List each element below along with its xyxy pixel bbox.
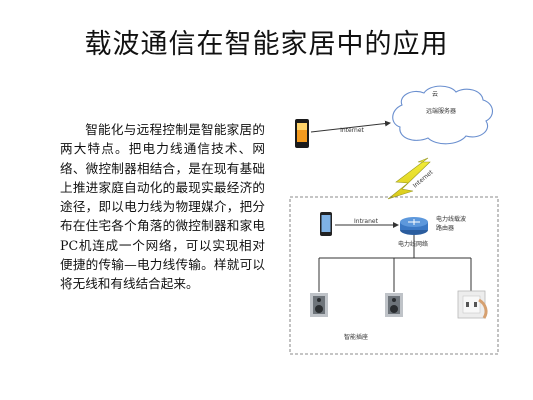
phone-icon [320, 212, 332, 236]
lightning-icon [387, 157, 431, 200]
cloud-icon [392, 85, 493, 145]
power-socket-icon [457, 290, 488, 319]
slide-title: 载波通信在智能家居中的应用 [84, 29, 449, 60]
socket-label: 智能插座 [344, 333, 368, 341]
internet-link-line [310, 120, 391, 133]
speaker-icon [310, 293, 328, 317]
router-label: 电力线载波路由器 [436, 215, 466, 232]
internet-top-label: Internet [340, 127, 364, 134]
cloud-top-label: 云 [432, 91, 438, 98]
intranet-label: Intranet [354, 218, 379, 225]
powerline-tree [318, 235, 472, 292]
slide-body-text: 智能化与远程控制是智能家居的两大特点。把电力线通信技术、网络、微控制器相结合，是… [60, 122, 265, 292]
powerline-network-label: 电力线网络 [398, 240, 428, 248]
router-icon [400, 217, 428, 235]
smartphone-icon [295, 119, 309, 148]
home-network-area [289, 196, 499, 355]
cloud-label: 远端服务器 [426, 107, 456, 115]
speaker-icon [385, 293, 403, 317]
